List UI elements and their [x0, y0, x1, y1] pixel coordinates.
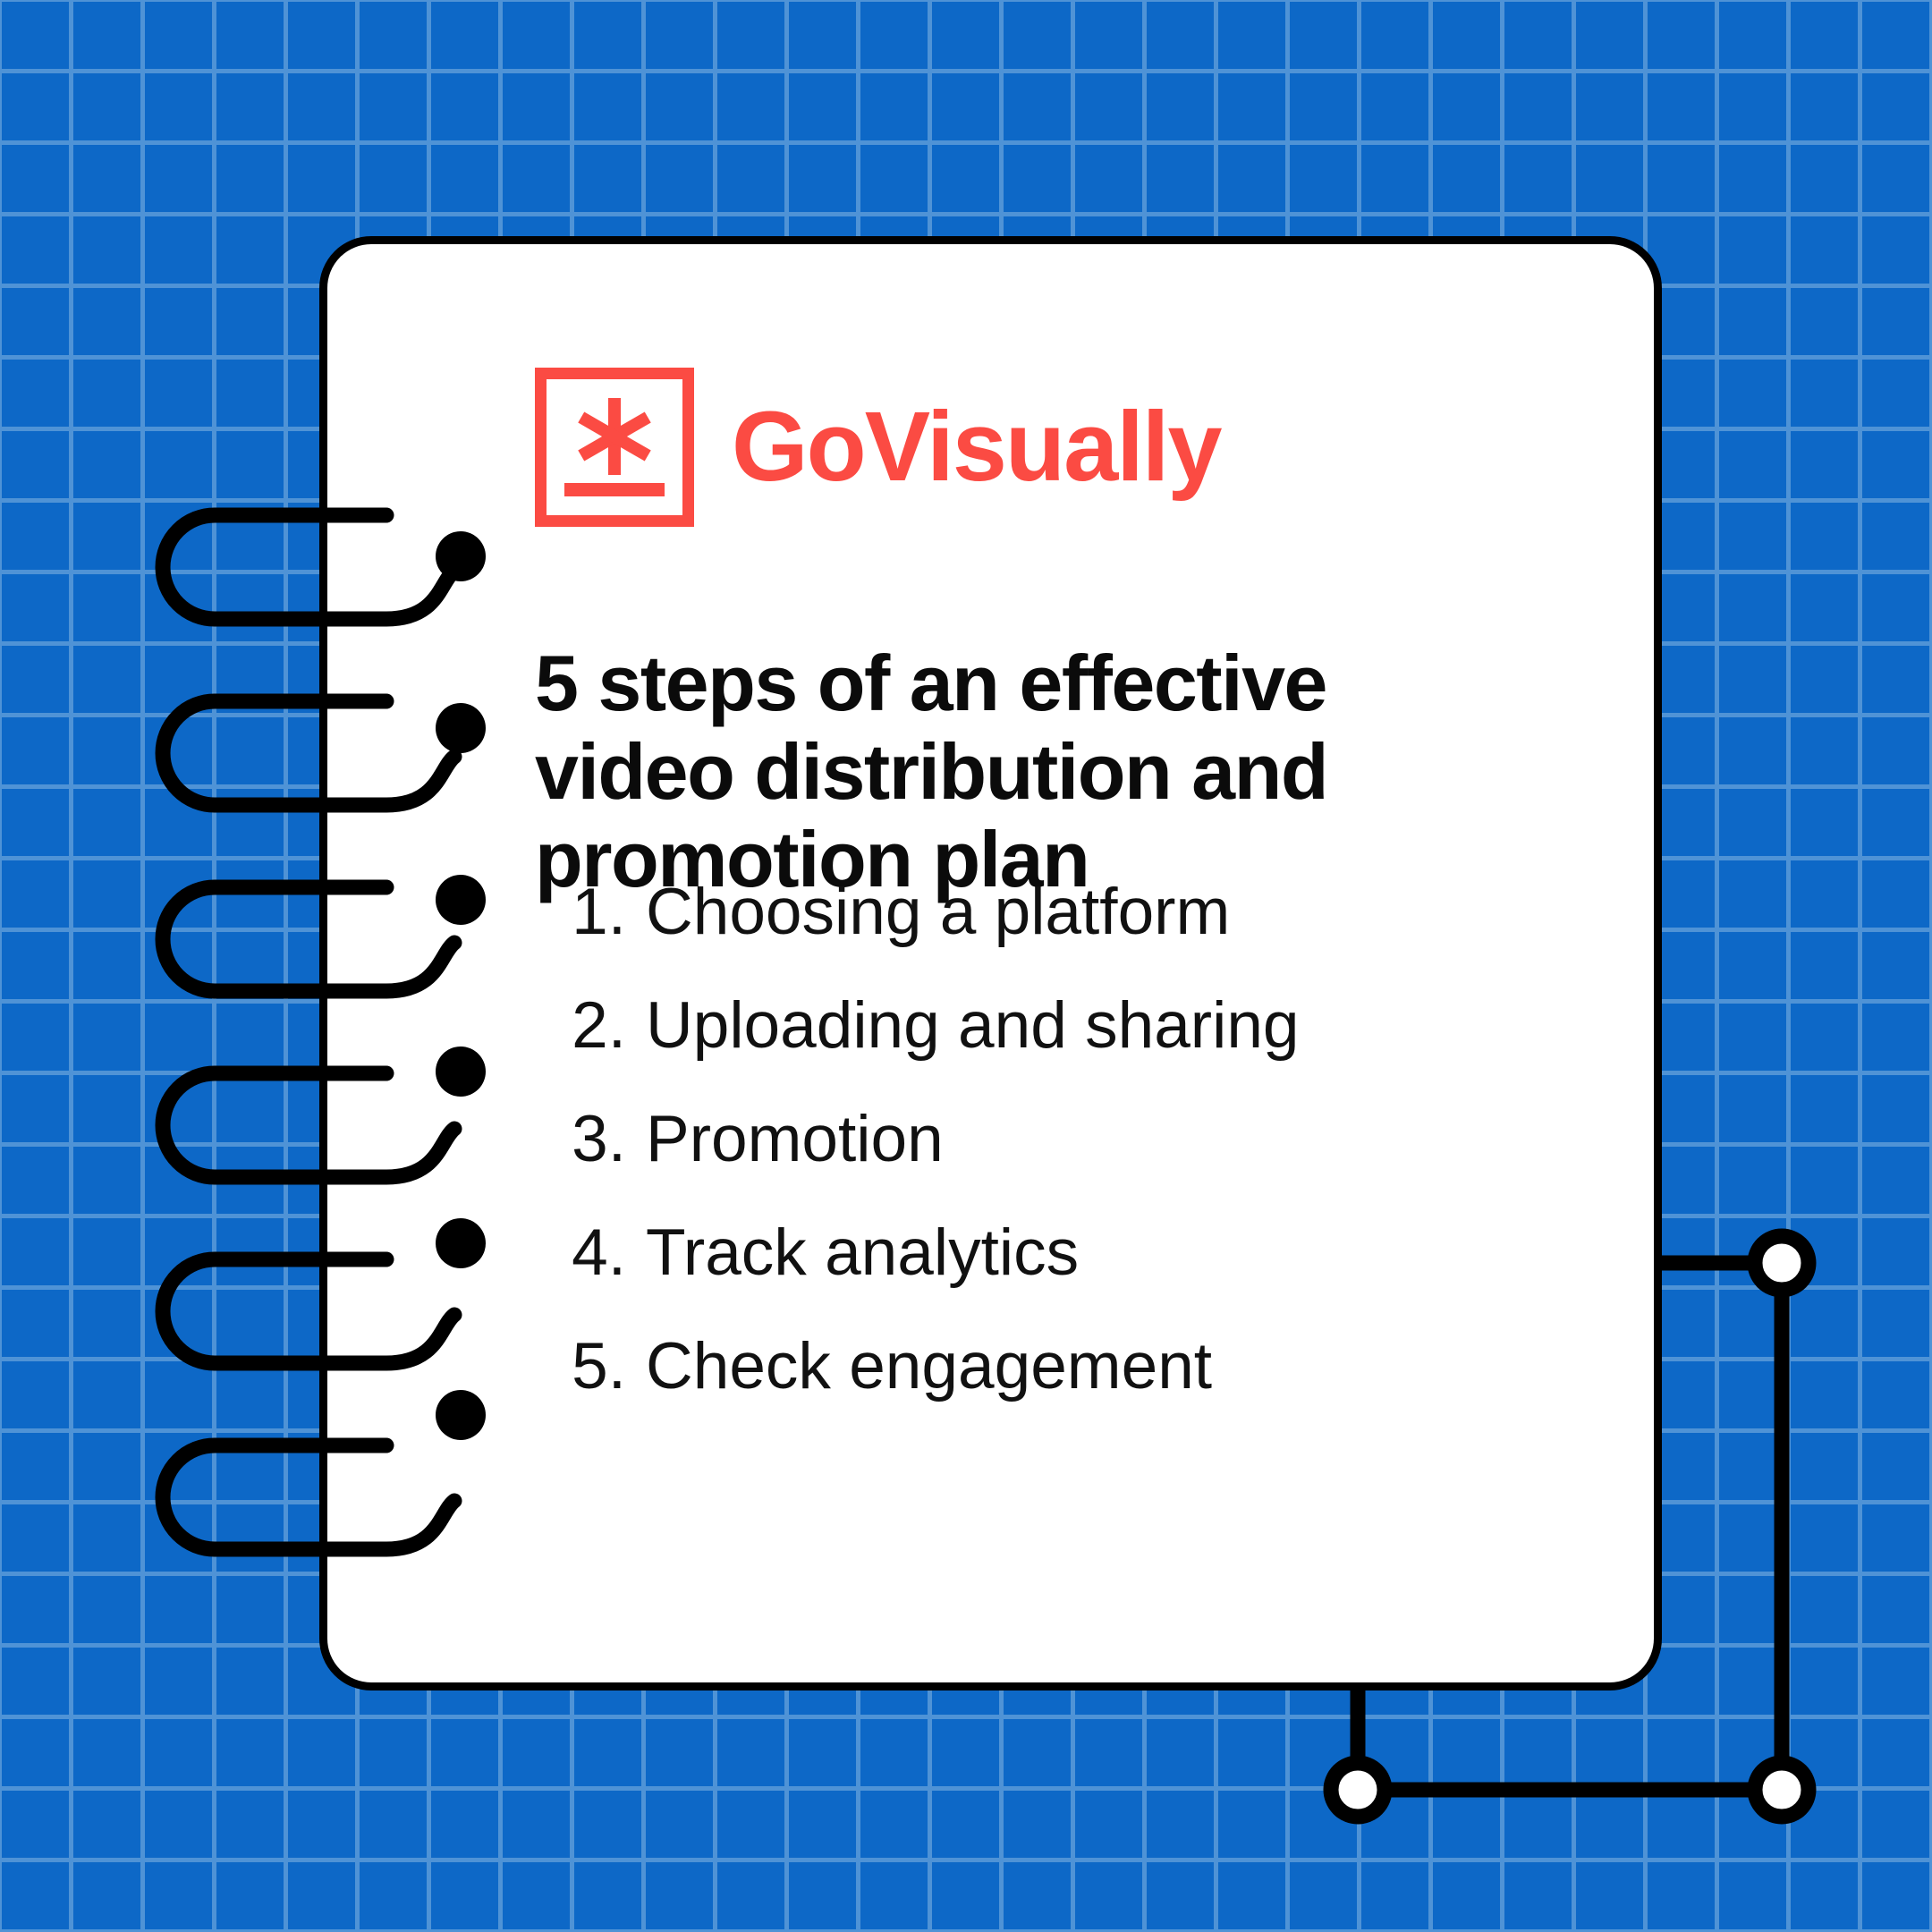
brand-lockup: GoVisually	[535, 368, 1223, 527]
list-item: 4. Track analytics	[540, 1196, 1542, 1309]
list-item-label: Choosing a platform	[646, 876, 1231, 948]
list-item-label: Track analytics	[646, 1216, 1080, 1289]
card-content: GoVisually 5 steps of an effective video…	[327, 244, 1654, 1682]
list-item: 2. Uploading and sharing	[540, 969, 1542, 1082]
list-item-label: Check engagement	[646, 1330, 1213, 1402]
list-item-number: 2.	[572, 989, 626, 1062]
list-item: 5. Check engagement	[540, 1309, 1542, 1423]
list-item-number: 4.	[572, 1216, 626, 1289]
page-title: 5 steps of an effective video distributi…	[535, 638, 1329, 904]
list-item-number: 1.	[572, 876, 626, 948]
list-item-number: 3.	[572, 1103, 626, 1175]
notebook-card: GoVisually 5 steps of an effective video…	[319, 236, 1662, 1690]
list-item: 1. Choosing a platform	[540, 855, 1542, 969]
list-item: 3. Promotion	[540, 1082, 1542, 1196]
steps-list: 1. Choosing a platform 2. Uploading and …	[540, 855, 1542, 1423]
underline-bar-glyph	[564, 483, 665, 496]
list-item-label: Uploading and sharing	[646, 989, 1300, 1062]
list-item-number: 5.	[572, 1330, 626, 1402]
list-item-label: Promotion	[646, 1103, 944, 1175]
brand-name: GoVisually	[732, 392, 1223, 502]
asterisk-in-box-icon	[535, 368, 694, 527]
asterisk-glyph	[576, 398, 653, 475]
